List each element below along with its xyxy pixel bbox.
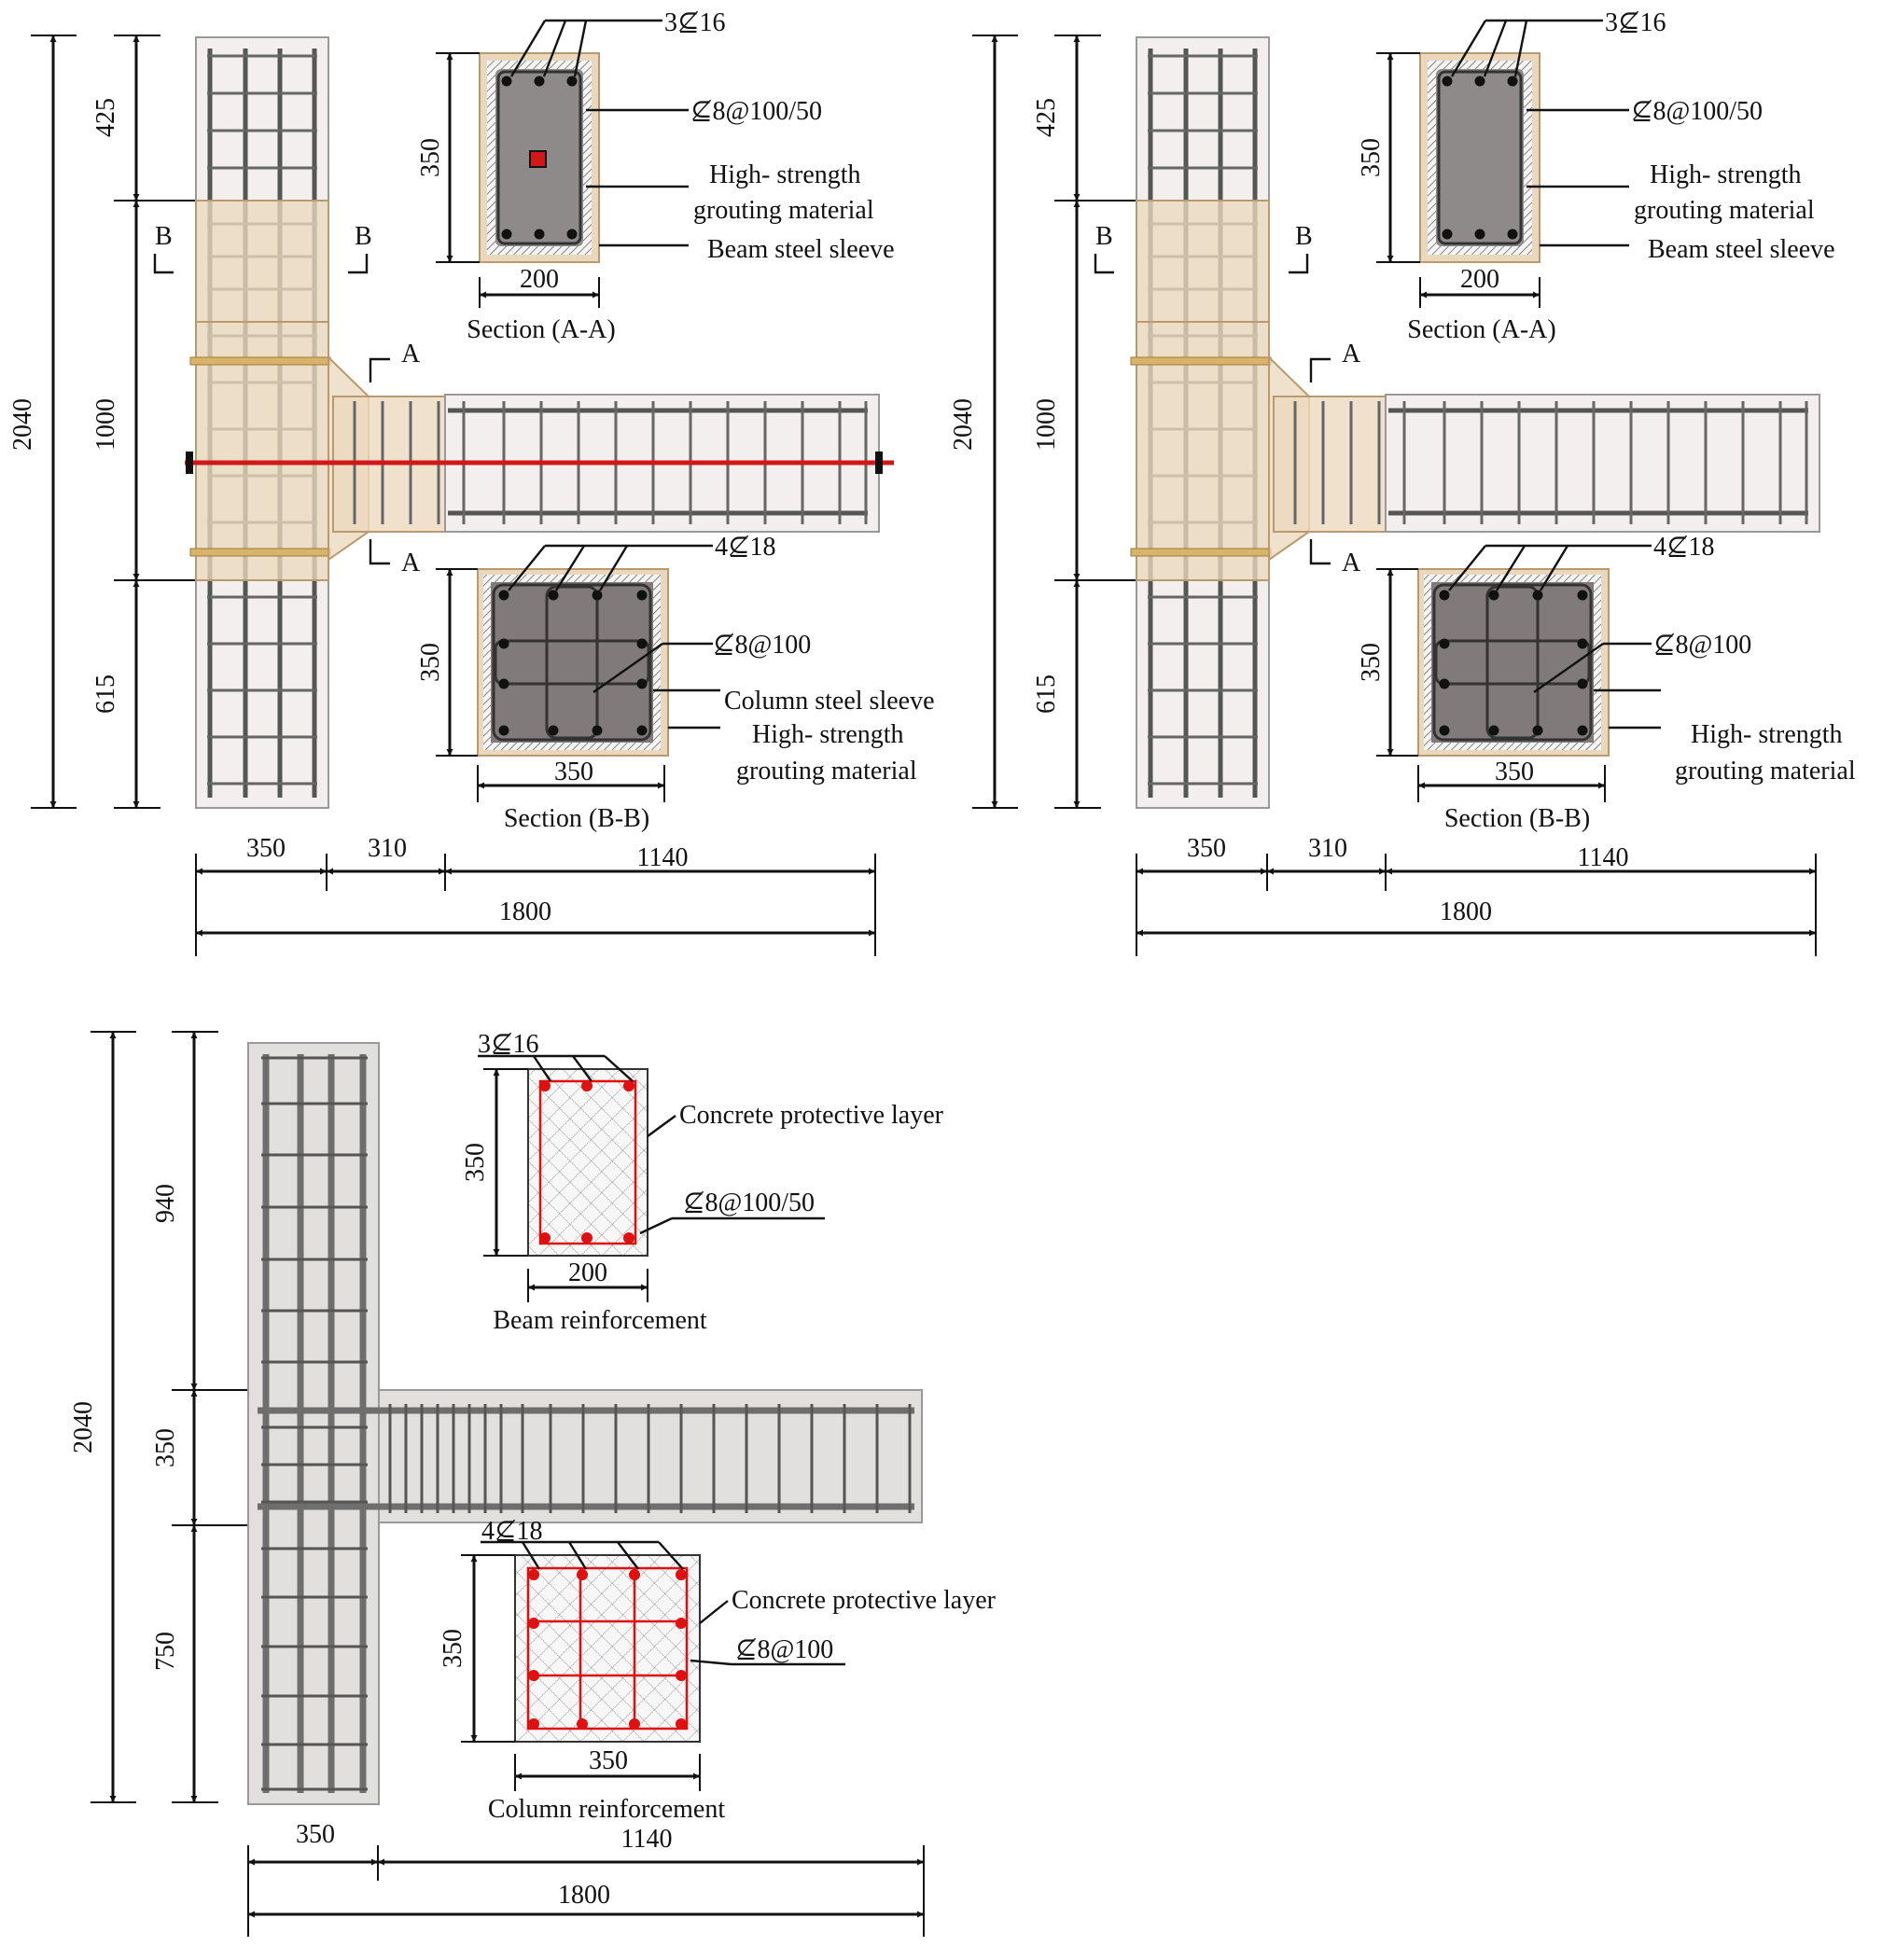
dim-upper: 425 <box>1032 98 1061 137</box>
column <box>189 36 331 809</box>
beam-section-title: Beam reinforcement <box>493 1306 707 1335</box>
bb-sleeve-label: Column steel sleeve <box>724 687 935 716</box>
aa-width: 200 <box>520 265 559 294</box>
dim-lower: 615 <box>91 674 120 714</box>
beam-stirrup-label: ⊈8@100/50 <box>683 1189 815 1217</box>
section-aa: 3⊈16 ⊈8@100/50 High- strength grouting m… <box>1357 8 1835 344</box>
dim-total-length: 1800 <box>1440 897 1492 926</box>
bb-rebar-label: 4⊈18 <box>1653 533 1714 562</box>
panel-bottom: 2040 940 350 750 <box>69 1030 997 1937</box>
prestressing-bar <box>185 452 894 474</box>
bb-height: 350 <box>416 643 445 682</box>
column-rebar-label: 4⊈18 <box>481 1517 542 1546</box>
cast-in-place-beam <box>258 1389 923 1523</box>
section-mark-b-right: B <box>1295 222 1313 251</box>
dim-column-width: 350 <box>1187 834 1226 863</box>
dim-upper: 940 <box>151 1184 180 1223</box>
vertical-dimensions: 2040 425 1000 615 <box>949 35 1136 809</box>
dim-lower: 750 <box>151 1632 180 1671</box>
bb-height: 350 <box>1357 643 1386 682</box>
section-bb: 4⊈18 ⊈8@100 High- strength grouting mate… <box>1357 533 1856 833</box>
section-mark-a-top: A <box>1342 340 1361 368</box>
panel-top-right: 2040 425 1000 615 <box>949 8 1856 956</box>
section-mark-a-bottom: A <box>401 549 421 577</box>
bb-grout-label-2: grouting material <box>736 757 917 785</box>
aa-sleeve-label: Beam steel sleeve <box>1648 235 1835 264</box>
dim-total-height: 2040 <box>8 398 37 451</box>
vertical-dimensions: 2040 940 350 750 <box>69 1031 250 1803</box>
aa-rebar-label: 3⊈16 <box>1605 8 1666 37</box>
aa-grout-label-2: grouting material <box>693 196 874 225</box>
column <box>1130 36 1272 809</box>
aa-grout-label-1: High- strength <box>1650 160 1802 189</box>
beam-width: 200 <box>568 1258 607 1287</box>
bb-grout-label-1: High- strength <box>752 720 904 749</box>
dim-joint: 350 <box>151 1428 180 1467</box>
dim-beam-length: 1140 <box>1578 843 1629 872</box>
aa-sleeve-label: Beam steel sleeve <box>707 235 895 264</box>
bb-rebar-label: 4⊈18 <box>715 533 775 562</box>
aa-rebar-label: 3⊈16 <box>664 8 725 37</box>
column-reinforcement-section: 4⊈18 Concrete protective layer ⊈8@100 35… <box>439 1517 997 1824</box>
column-width: 350 <box>589 1746 628 1775</box>
dim-upper: 425 <box>91 98 120 137</box>
bb-title: Section (B-B) <box>1444 804 1590 833</box>
dim-column-width: 350 <box>296 1820 335 1849</box>
section-bb: 4⊈18 ⊈8@100 Column steel sleeve High- st… <box>416 533 935 833</box>
beam <box>1268 354 1820 562</box>
aa-stirrup-label: ⊈8@100/50 <box>1631 97 1763 126</box>
bb-title: Section (B-B) <box>504 804 649 833</box>
section-mark-b-left: B <box>1095 222 1113 251</box>
cast-in-place-column <box>247 1042 380 1805</box>
aa-grout-label-1: High- strength <box>709 160 861 189</box>
section-mark-b-right: B <box>355 222 372 251</box>
horizontal-dimensions: 350 310 1140 1800 <box>195 834 876 956</box>
aa-title: Section (A-A) <box>1407 315 1555 344</box>
section-mark-b-left: B <box>155 222 173 251</box>
dim-beam-length: 1140 <box>621 1825 673 1854</box>
aa-width: 200 <box>1460 265 1499 294</box>
bb-width: 350 <box>554 758 593 786</box>
beam-height: 350 <box>461 1143 490 1182</box>
beam-cover-label: Concrete protective layer <box>679 1101 944 1130</box>
dim-total-length: 1800 <box>499 897 551 926</box>
dim-connector-length: 310 <box>1308 834 1347 863</box>
aa-height: 350 <box>1357 138 1386 177</box>
bb-grout-label-2: grouting material <box>1675 757 1856 785</box>
dim-total-height: 2040 <box>69 1401 98 1453</box>
section-mark-a-bottom: A <box>1342 549 1361 577</box>
section-aa: 3⊈16 ⊈8@100/50 High- strength grouting m… <box>416 8 895 344</box>
dim-joint: 1000 <box>91 398 120 451</box>
bb-stirrup-label: ⊈8@100 <box>1653 631 1751 660</box>
section-marks: B B A A <box>153 222 421 577</box>
section-mark-a-top: A <box>401 340 421 368</box>
column-section-title: Column reinforcement <box>488 1795 725 1824</box>
bb-width: 350 <box>1495 758 1534 786</box>
column-height: 350 <box>439 1629 467 1668</box>
aa-stirrup-label: ⊈8@100/50 <box>690 97 822 126</box>
vertical-dimensions: 2040 425 1000 615 <box>8 35 196 809</box>
dim-beam-length: 1140 <box>637 843 689 872</box>
column-cover-label: Concrete protective layer <box>732 1586 997 1615</box>
horizontal-dimensions: 350 310 1140 1800 <box>1136 834 1817 956</box>
aa-height: 350 <box>416 138 445 177</box>
dim-lower: 615 <box>1032 674 1061 714</box>
horizontal-dimensions: 350 1140 1800 <box>247 1820 925 1937</box>
column-stirrup-label: ⊈8@100 <box>735 1635 833 1664</box>
beam-rebar-label: 3⊈16 <box>478 1030 538 1059</box>
beam <box>328 354 880 562</box>
dim-joint: 1000 <box>1032 398 1061 451</box>
aa-title: Section (A-A) <box>467 315 615 344</box>
dim-column-width: 350 <box>246 834 286 863</box>
bb-grout-label-1: High- strength <box>1691 720 1843 749</box>
aa-grout-label-2: grouting material <box>1634 196 1815 225</box>
dim-total-length: 1800 <box>558 1881 610 1910</box>
bb-stirrup-label: ⊈8@100 <box>713 631 811 660</box>
beam-reinforcement-section: 3⊈16 Concrete protective layer ⊈8@100/50… <box>461 1030 944 1335</box>
panel-top-left: 2040 425 1000 615 <box>8 8 935 956</box>
dim-total-height: 2040 <box>949 398 978 451</box>
section-marks: B B A A <box>1094 222 1361 577</box>
dim-connector-length: 310 <box>368 834 407 863</box>
